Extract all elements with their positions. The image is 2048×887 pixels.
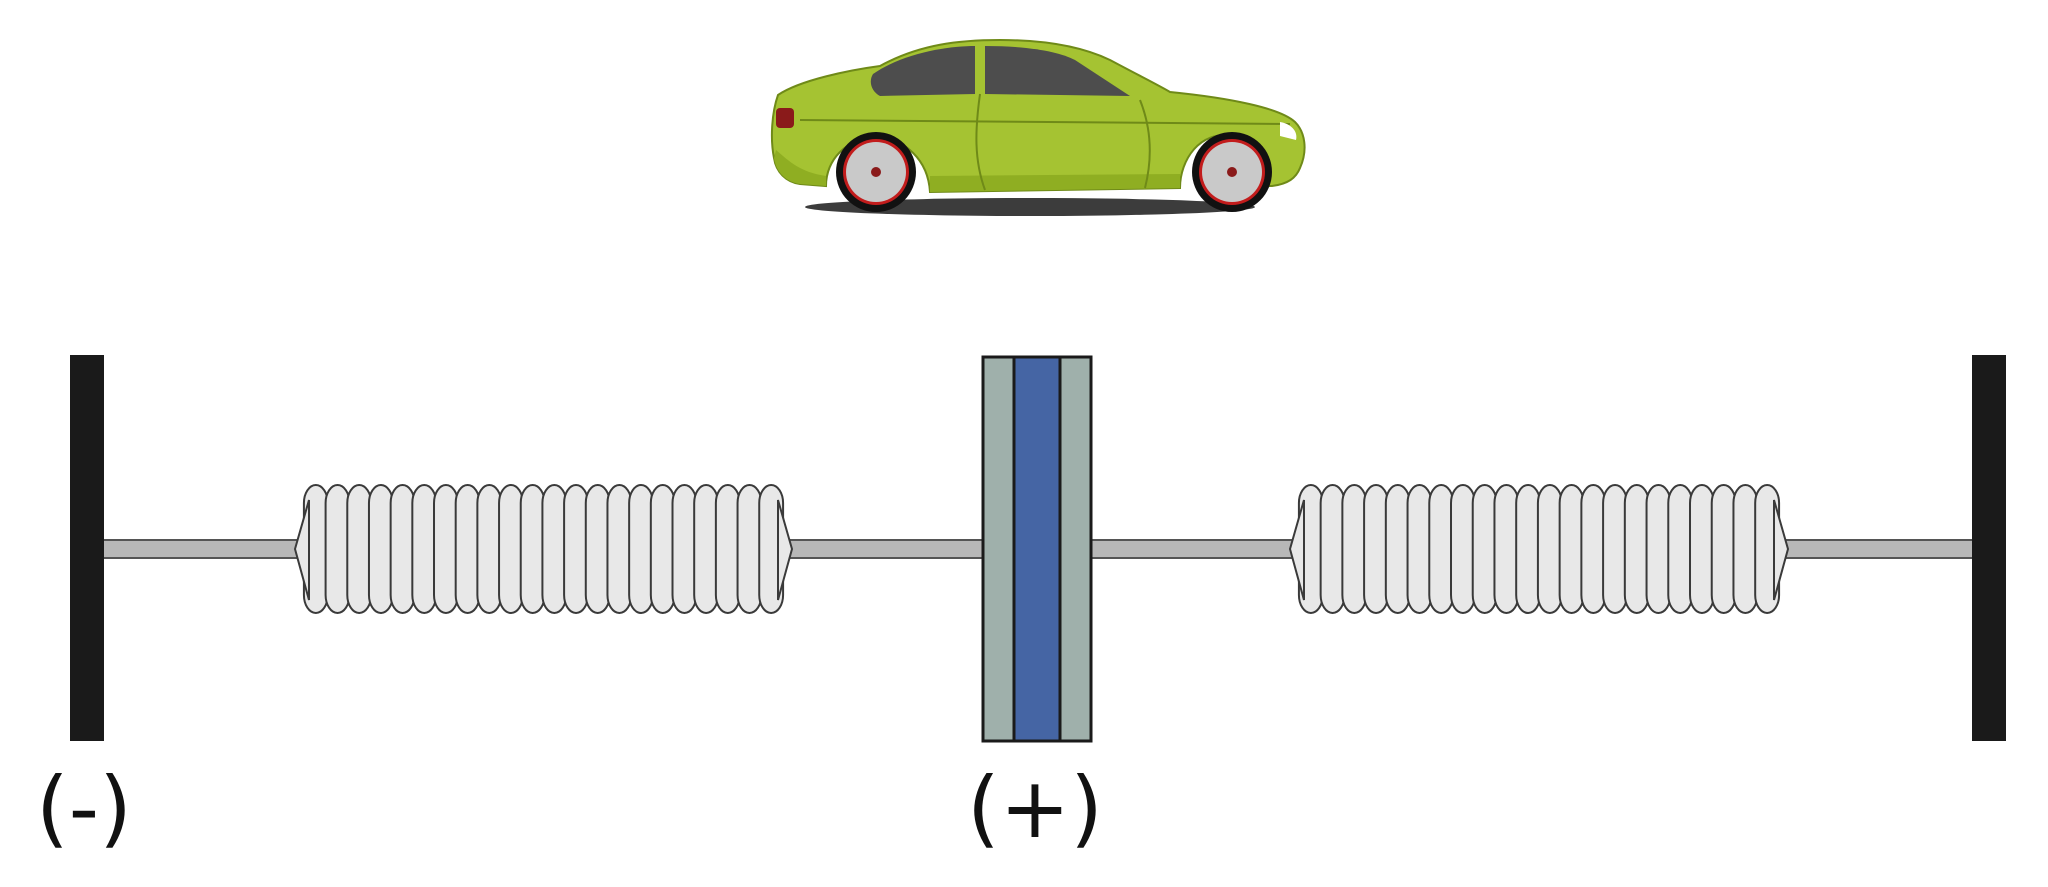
- car-icon: [770, 38, 1306, 216]
- left-wall: [70, 355, 104, 741]
- spring-coil: [1493, 484, 1520, 614]
- spring-coil: [1645, 484, 1672, 614]
- spring-coil: [1319, 484, 1346, 614]
- spring-coil: [628, 484, 654, 614]
- spring-coil: [1689, 484, 1715, 614]
- rear-wheel: [836, 132, 916, 212]
- spring-coil: [454, 484, 481, 614]
- spring-coil: [1536, 484, 1563, 614]
- spring-coil: [1732, 484, 1759, 614]
- spring-coil: [367, 484, 394, 614]
- spring-coil: [736, 484, 763, 614]
- spring-end: [293, 499, 310, 601]
- spring-coil: [1710, 484, 1737, 614]
- spring-coil: [1428, 484, 1455, 614]
- spring-coil: [411, 484, 438, 614]
- spring-coil: [1341, 484, 1368, 614]
- right-spring: [1288, 484, 1790, 614]
- spring-coil: [346, 484, 373, 614]
- spring-coil: [693, 484, 720, 614]
- spring-coil: [1450, 484, 1476, 614]
- front-wheel: [1192, 132, 1272, 212]
- spring-coil: [389, 484, 416, 614]
- left-spring: [293, 484, 794, 614]
- spring-coil: [1667, 484, 1694, 614]
- spring-coil: [433, 484, 459, 614]
- spring-coil: [1471, 484, 1498, 614]
- spring-coil: [563, 484, 589, 614]
- spring-coil: [1623, 484, 1650, 614]
- spring-coil: [1406, 484, 1433, 614]
- spring-coil: [606, 484, 633, 614]
- spring-coil: [1602, 484, 1628, 614]
- spring-coil: [714, 484, 741, 614]
- spring-coil: [324, 484, 351, 614]
- spring-coil: [1558, 484, 1585, 614]
- negative-end-label: (-): [36, 759, 132, 857]
- spring-coil: [498, 484, 524, 614]
- spring-coil: [1363, 484, 1389, 614]
- spring-coil: [476, 484, 503, 614]
- mass-block: [981, 355, 1093, 743]
- spring-coil: [1580, 484, 1607, 614]
- spring-coil: [671, 484, 698, 614]
- spring-coil: [519, 484, 546, 614]
- spring-coil: [541, 484, 568, 614]
- spring-end: [777, 499, 794, 601]
- spring-coil: [1384, 484, 1411, 614]
- spring-end: [1773, 499, 1790, 601]
- spring-coil: [1515, 484, 1542, 614]
- spring-end: [1288, 499, 1305, 601]
- spring-coil: [584, 484, 611, 614]
- right-wall: [1972, 355, 2006, 741]
- positive-mass-label: (+): [967, 759, 1103, 857]
- spring-coil: [649, 484, 676, 614]
